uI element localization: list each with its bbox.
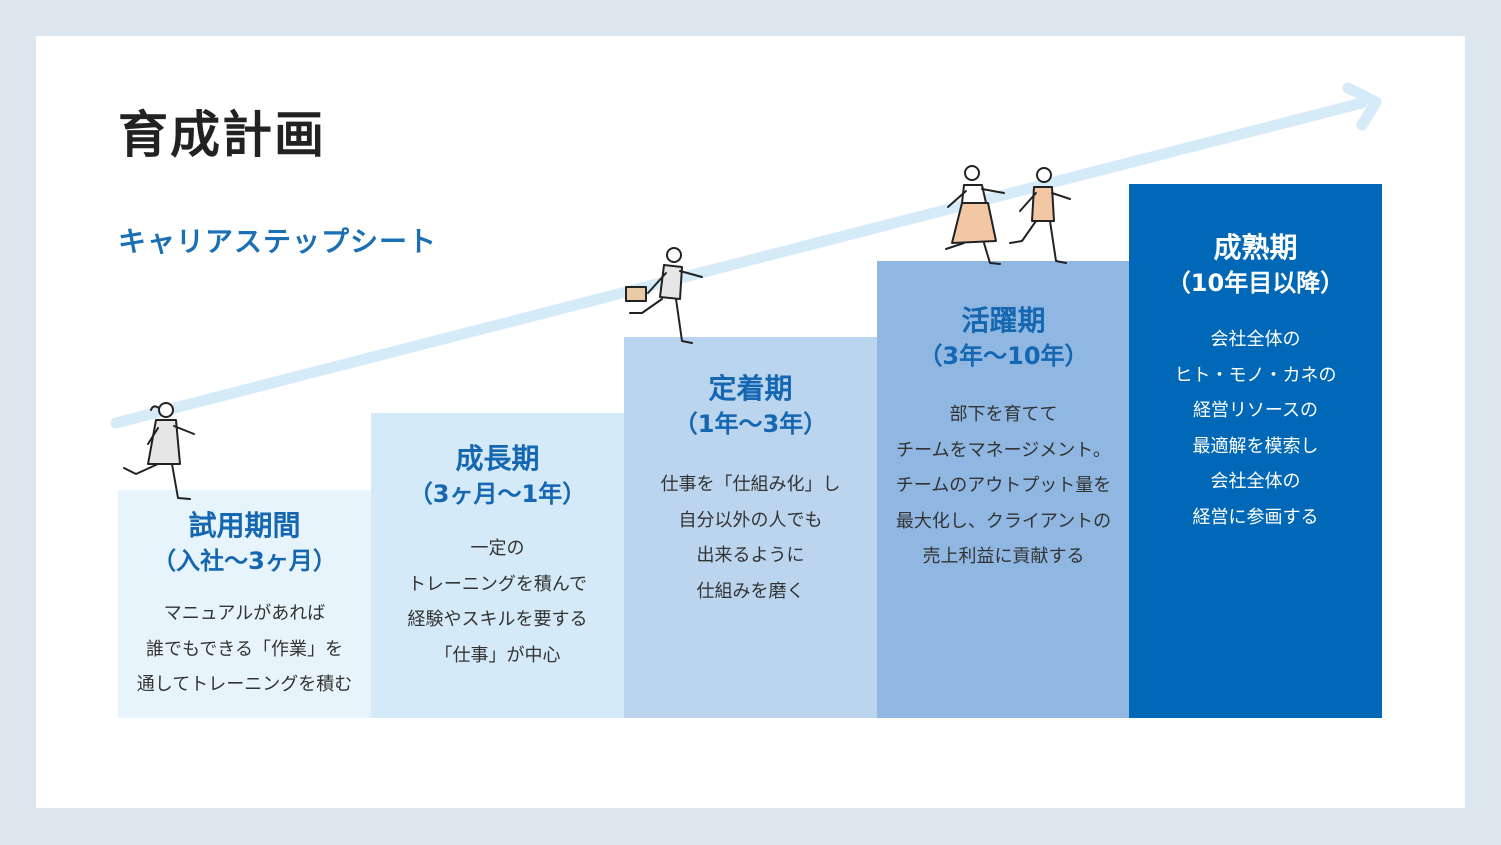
step-growth-period: 成長期 （3ヶ月〜1年） 一定の トレーニングを積んで 経験やスキルを要する 「… [371,413,624,718]
step-description: 部下を育てて チームをマネージメント。 チームのアウトプット量を 最大化し、クラ… [895,404,1112,567]
step-period: （入社〜3ヶ月） [152,547,337,575]
step-name: 定着期 [708,372,793,405]
step-trial-period: 試用期間 （入社〜3ヶ月） マニュアルがあれば 誰でもできる「作業」を 通してト… [118,490,371,718]
step-name: 活躍期 [961,304,1046,337]
step-period: （10年目以降） [1166,269,1345,297]
running-businessman-icon [625,247,703,344]
step-active-period: 活躍期 （3年〜10年） 部下を育てて チームをマネージメント。 チームのアウト… [877,261,1130,718]
step-name: 試用期間 [188,509,301,542]
step-settling-period: 定着期 （1年〜3年） 仕事を「仕組み化」し 自分以外の人でも 出来るように 仕… [624,337,877,718]
step-name: 成熟期 [1213,231,1298,264]
step-period: （3年〜10年） [918,342,1089,370]
step-description: マニュアルがあれば 誰でもできる「作業」を 通してトレーニングを積む [136,603,353,695]
page-subtitle: キャリアステップシート [118,225,438,258]
step-period: （1年〜3年） [673,410,828,438]
step-description: 会社全体の ヒト・モノ・カネの 経営リソースの 最適解を模索し 会社全体の 経営… [1174,329,1337,528]
running-woman-icon [123,402,195,500]
step-description: 仕事を「仕組み化」し 自分以外の人でも 出来るように 仕組みを磨く [660,474,841,602]
running-woman-icon [945,165,1005,265]
step-mature-period: 成熟期 （10年目以降） 会社全体の ヒト・モノ・カネの 経営リソースの 最適解… [1129,184,1382,718]
step-name: 成長期 [455,442,540,475]
page-title: 育成計画 [118,106,326,164]
step-description: 一定の トレーニングを積んで 経験やスキルを要する 「仕事」が中心 [407,538,588,666]
step-period: （3ヶ月〜1年） [408,480,587,508]
running-man-icon [1009,167,1071,264]
